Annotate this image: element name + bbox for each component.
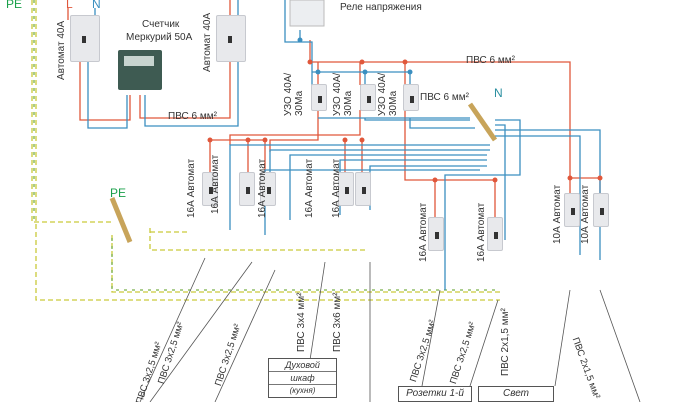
breaker-3-label: 16А Автомат bbox=[257, 158, 268, 218]
load-sockets: Розетки 1-й bbox=[398, 386, 472, 402]
breaker-6 bbox=[428, 217, 444, 251]
cable-4-label: ПВС 3х4 мм² bbox=[296, 292, 307, 352]
rcd-2-label: УЗО 40А/ 30Ма bbox=[332, 72, 354, 116]
breaker-9 bbox=[593, 193, 609, 227]
l-label: L bbox=[66, 0, 73, 11]
breaker-4 bbox=[338, 172, 354, 206]
neutral-wire bbox=[87, 0, 601, 290]
breaker-8-label: 10А Автомат bbox=[552, 184, 563, 244]
breaker-1-label: 16А Автомат bbox=[186, 158, 197, 218]
breaker-9-label: 10А Автомат bbox=[580, 184, 591, 244]
meter-label-1: Счетчик bbox=[142, 19, 180, 30]
rcd-3 bbox=[403, 84, 419, 111]
breaker-3 bbox=[260, 172, 276, 206]
breaker-2 bbox=[239, 172, 255, 206]
breaker-2-label: 16А Автомат bbox=[210, 154, 221, 214]
n-bus-label: N bbox=[494, 86, 503, 100]
breaker-4-label: 16А Автомат bbox=[304, 158, 315, 218]
pe-bus bbox=[109, 197, 133, 243]
pe-bus-label: PE bbox=[110, 186, 127, 200]
n-cable-label: ПВС 6 мм² bbox=[420, 92, 469, 103]
cable-5-label: ПВС 3х6 мм² bbox=[332, 292, 343, 352]
load-oven: Духовой шкаф (кухня) bbox=[268, 358, 337, 398]
rcd-1 bbox=[311, 84, 327, 111]
oven-line-2: шкаф bbox=[269, 372, 336, 385]
cable-8-label: ПВС 2х1,5 мм² bbox=[500, 308, 511, 376]
n-bus bbox=[467, 102, 498, 142]
main-breaker-left bbox=[70, 15, 100, 62]
relay-label: Реле напряжения bbox=[340, 2, 422, 13]
input-cable-label: ПВС 6 мм² bbox=[168, 111, 217, 122]
pe-wire-green bbox=[33, 0, 498, 291]
breaker-8 bbox=[564, 193, 580, 227]
rcd-1-label: УЗО 40А/ 30Ма bbox=[283, 72, 305, 116]
meter-label-2: Меркурий 50А bbox=[126, 32, 193, 43]
phase-wire bbox=[67, 0, 601, 218]
load-light: Свет bbox=[478, 386, 554, 402]
oven-line-1: Духовой bbox=[269, 359, 336, 372]
breaker-7 bbox=[487, 217, 503, 251]
breaker-7-label: 16А Автомат bbox=[476, 202, 487, 262]
voltage-relay bbox=[289, 0, 325, 27]
pe-wire bbox=[31, 0, 500, 301]
breaker-5 bbox=[355, 172, 371, 206]
rcd-3-label: УЗО 40А/ 30Ма bbox=[377, 72, 399, 116]
breaker-5-label: 16А Автомат bbox=[331, 158, 342, 218]
rcd-2 bbox=[360, 84, 376, 111]
breaker-6-label: 16А Автомат bbox=[418, 202, 429, 262]
main-breaker-right bbox=[216, 15, 246, 62]
pe-label: PE bbox=[6, 0, 23, 11]
rcd-cable-label: ПВС 6 мм² bbox=[466, 55, 515, 66]
oven-line-3: (кухня) bbox=[289, 386, 316, 395]
cable-leaders bbox=[139, 257, 641, 402]
breaker-left-label: Автомат 40А bbox=[56, 20, 67, 80]
n-label: N bbox=[92, 0, 101, 11]
breaker-1 bbox=[202, 172, 218, 206]
breaker-right-label: Автомат 40А bbox=[202, 12, 213, 72]
